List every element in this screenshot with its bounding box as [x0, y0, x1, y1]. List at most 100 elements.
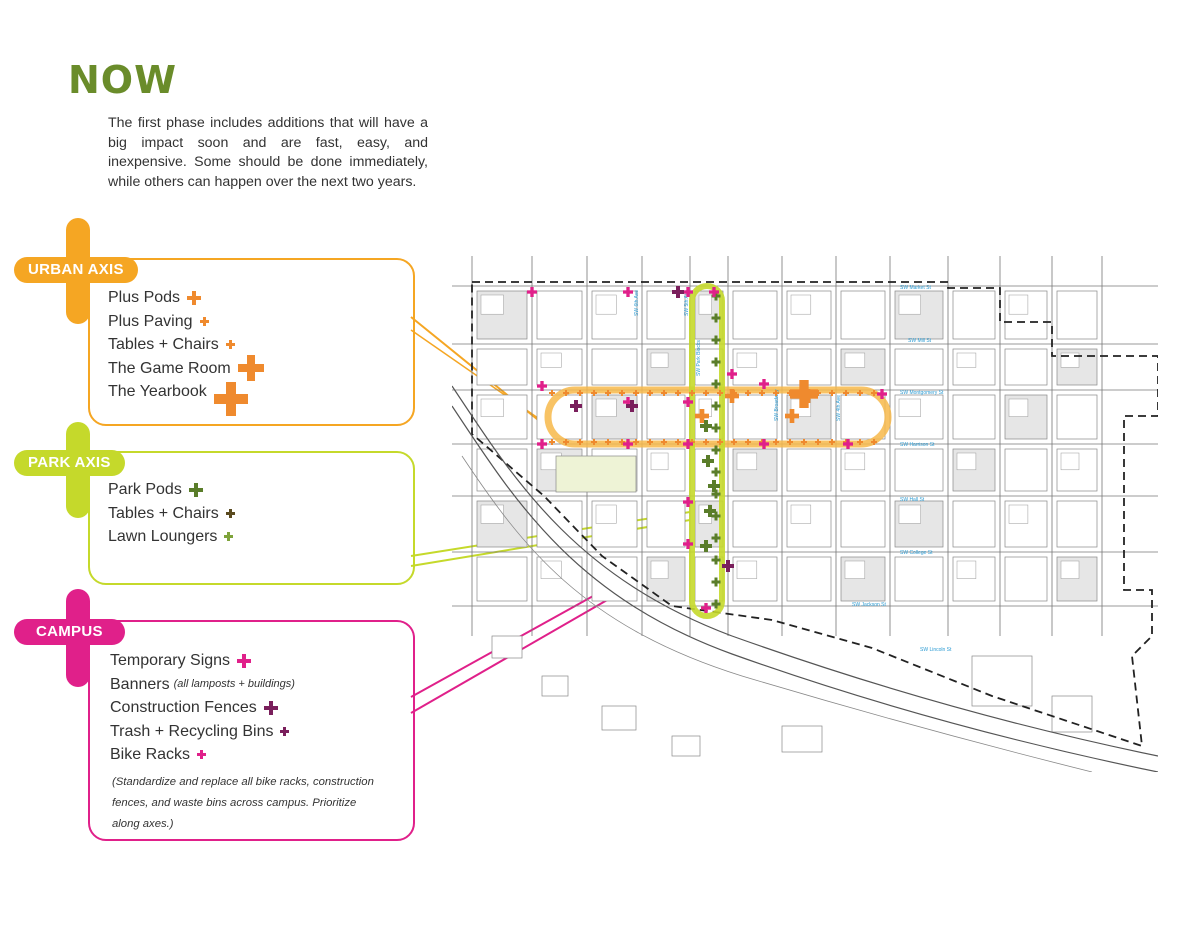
plus-marker-icon — [711, 423, 721, 433]
building — [1056, 290, 1098, 340]
plus-marker-icon — [871, 390, 877, 396]
building — [1008, 294, 1029, 315]
freeway — [461, 455, 1093, 772]
plus-marker-icon — [619, 439, 625, 445]
building — [844, 560, 866, 579]
legend-item: Plus Paving — [108, 310, 264, 334]
plus-icon — [225, 508, 235, 518]
building — [595, 398, 617, 417]
building — [736, 352, 758, 368]
map-plus-markers — [527, 286, 887, 613]
building — [786, 348, 832, 386]
banners-note: (all lamposts + buildings) — [173, 677, 295, 690]
plus-marker-icon — [801, 439, 807, 445]
plus-marker-icon — [731, 439, 737, 445]
page-title: NOW — [68, 58, 178, 102]
plus-marker-icon — [717, 390, 723, 396]
plus-marker-icon — [711, 533, 721, 543]
urban-axis-tag: URBAN AXIS — [14, 257, 138, 283]
building — [840, 500, 886, 548]
legend-item: Lawn Loungers — [108, 525, 235, 549]
plus-marker-icon — [759, 379, 769, 389]
street-label: SW Mill St — [908, 338, 932, 344]
building — [1008, 398, 1029, 417]
street-label: SW 5th Ave — [684, 290, 690, 316]
building — [671, 735, 701, 757]
plus-marker-icon — [661, 439, 667, 445]
plus-marker-icon — [623, 439, 633, 449]
plus-marker-icon — [703, 390, 709, 396]
building — [786, 448, 832, 492]
park-axis-tag: PARK AXIS — [14, 450, 125, 476]
building — [952, 290, 996, 340]
plus-marker-icon — [570, 400, 582, 412]
plus-marker-icon — [683, 439, 693, 449]
street-label: SW 6th Ave — [634, 290, 640, 316]
campus-panel — [88, 620, 415, 841]
plus-marker-icon — [683, 397, 693, 407]
building — [1008, 504, 1029, 524]
plus-marker-icon — [711, 555, 721, 565]
building — [591, 556, 638, 602]
plus-marker-icon — [773, 390, 779, 396]
building — [646, 500, 686, 548]
campus-boundary — [471, 281, 1158, 748]
freeway — [452, 385, 1158, 757]
campus-legend: Temporary Signs Banners(all lamposts + b… — [110, 649, 295, 767]
building — [650, 452, 669, 471]
legend-label: Tables + Chairs — [108, 336, 219, 353]
plus-marker-icon — [711, 489, 721, 499]
building — [956, 352, 977, 368]
plus-marker-icon — [711, 445, 721, 455]
building — [480, 294, 504, 315]
plus-marker-icon — [605, 390, 611, 396]
building — [595, 504, 617, 524]
plus-marker-icon — [549, 390, 555, 396]
legend-item: Trash + Recycling Bins — [110, 720, 295, 744]
building — [541, 675, 569, 697]
plus-marker-icon — [702, 455, 714, 467]
legend-label: Plus Paving — [108, 312, 193, 330]
plus-icon — [280, 726, 290, 736]
plus-marker-icon — [591, 390, 597, 396]
plus-icon — [188, 482, 203, 497]
plus-marker-icon — [672, 286, 684, 298]
plus-marker-icon — [773, 439, 779, 445]
plus-marker-icon — [633, 439, 639, 445]
plus-marker-icon — [527, 287, 537, 297]
building — [536, 290, 583, 340]
urban-axis-panel — [88, 258, 415, 426]
building — [894, 348, 944, 386]
building — [1004, 556, 1048, 602]
plus-marker-icon — [711, 357, 721, 367]
legend-item: Banners(all lamposts + buildings) — [110, 673, 295, 697]
building — [1004, 348, 1048, 386]
plus-icon — [237, 355, 264, 382]
plus-marker-icon — [711, 511, 721, 521]
building — [732, 394, 778, 440]
plus-marker-icon — [790, 380, 818, 408]
plus-marker-icon — [829, 439, 835, 445]
plus-marker-icon — [815, 439, 821, 445]
building — [732, 290, 778, 340]
street-label: SW Harrison St — [900, 442, 935, 448]
plus-marker-icon — [711, 313, 721, 323]
plus-marker-icon — [711, 401, 721, 411]
plus-marker-icon — [700, 420, 712, 432]
plus-marker-icon — [711, 335, 721, 345]
building — [1060, 452, 1080, 471]
street-label: SW Market St — [900, 285, 931, 291]
plus-marker-icon — [537, 439, 547, 449]
plus-marker-icon — [727, 369, 737, 379]
building — [790, 504, 812, 524]
plus-marker-icon — [591, 439, 597, 445]
building — [844, 352, 866, 368]
building — [601, 705, 637, 731]
building — [1060, 560, 1080, 579]
freeway — [452, 405, 1158, 772]
plus-marker-icon — [717, 439, 723, 445]
plus-marker-icon — [626, 400, 638, 412]
building — [694, 556, 724, 602]
building — [491, 635, 523, 659]
building — [1051, 695, 1093, 733]
